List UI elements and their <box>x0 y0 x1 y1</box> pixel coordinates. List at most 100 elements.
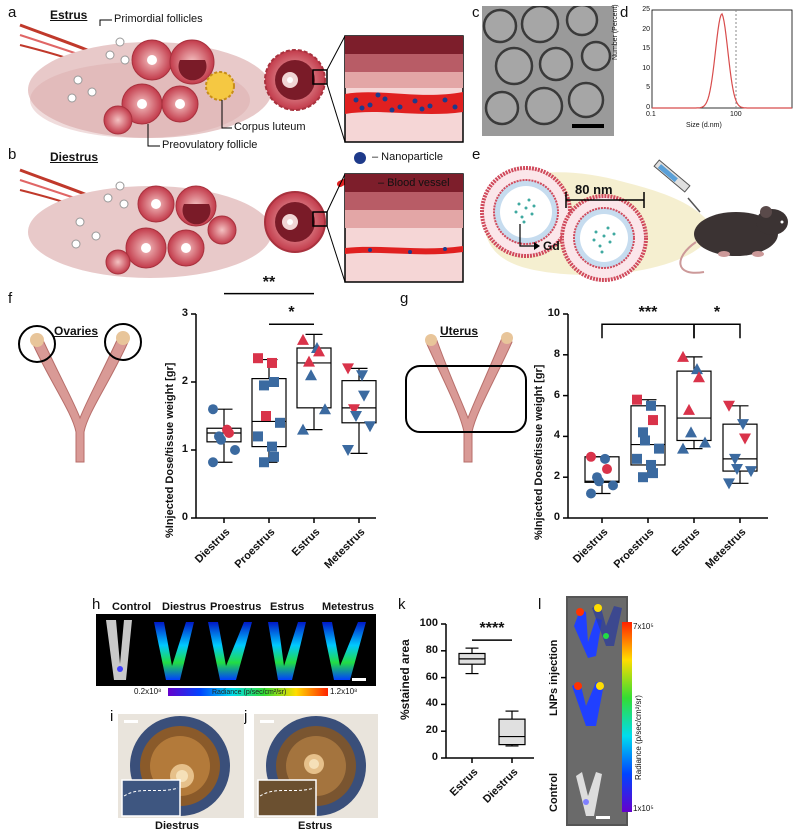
panel-label-e: e <box>472 146 481 163</box>
diestrus-title: Diestrus <box>50 150 99 164</box>
estrus-title: Estrus <box>50 8 88 22</box>
y-tick-label: 1 <box>181 443 188 455</box>
data-point <box>654 443 664 454</box>
histology-i-label: Diestrus <box>155 820 200 832</box>
data-point <box>683 403 695 415</box>
data-point <box>259 457 269 468</box>
y-tick-label: 10 <box>547 307 560 319</box>
y-tick-label: 6 <box>553 388 560 401</box>
dls-ytick: 25 <box>642 6 650 13</box>
data-point <box>348 404 360 416</box>
syringe-icon <box>653 159 701 213</box>
data-point <box>648 468 658 479</box>
y-tick-label: 8 <box>553 347 560 360</box>
data-point <box>350 411 362 422</box>
corpus-luteum-arrow <box>221 100 232 129</box>
lnp-scale-caption: Radiance (p/sec/cm²/sr) <box>634 695 643 780</box>
panel-label-d: d <box>620 4 629 21</box>
data-point <box>259 380 269 391</box>
panel-label-g: g <box>400 290 409 307</box>
y-tick-label: 2 <box>181 375 188 387</box>
data-point <box>216 434 226 445</box>
data-point <box>275 417 285 428</box>
data-point <box>253 353 263 364</box>
significance-bracket <box>693 323 741 339</box>
data-point <box>594 476 604 487</box>
uterus-estrus-image <box>268 622 306 680</box>
data-point <box>723 478 735 490</box>
data-point <box>632 394 642 405</box>
primordial-label: Primordial follicles <box>114 13 203 25</box>
y-tick-label: 20 <box>425 724 438 737</box>
y-tick-label: 2 <box>553 470 560 483</box>
significance-label: *** <box>638 304 658 322</box>
data-point <box>208 404 218 415</box>
panel-label-j: j <box>244 708 248 725</box>
data-point <box>305 369 317 381</box>
uterus-proestrus-image <box>208 622 252 680</box>
data-point <box>691 363 703 375</box>
liposome-schematic <box>480 159 788 282</box>
data-point <box>303 355 315 367</box>
box <box>498 718 526 746</box>
ivis-strip <box>96 614 376 686</box>
data-point <box>319 403 331 415</box>
significance-label: * <box>288 304 295 322</box>
right-ovary-circle <box>104 323 142 361</box>
data-point <box>342 363 354 375</box>
histology-estrus <box>254 714 378 818</box>
data-point <box>646 459 656 470</box>
data-point <box>731 464 743 476</box>
data-point <box>677 442 689 454</box>
estrus-ovary <box>19 23 272 138</box>
data-point <box>677 350 689 362</box>
data-point <box>737 419 749 431</box>
uterus-title: Uterus <box>440 324 479 338</box>
h-label-estrus: Estrus <box>270 601 305 613</box>
lnp-control-label: Control <box>548 772 560 812</box>
data-point <box>600 453 610 464</box>
lnp-colorbar <box>622 622 632 812</box>
lnp-injection-label: LNPs injection <box>548 639 560 716</box>
gd-label: Gd <box>543 239 560 253</box>
y-tick-label: 4 <box>553 429 560 442</box>
ovaries-title: Ovaries <box>54 324 99 338</box>
size-label: 80 nm <box>575 182 613 197</box>
dls-ytick: 0 <box>646 104 650 111</box>
y-tick-label: 60 <box>425 670 438 683</box>
ivis-lnp-image <box>566 596 628 826</box>
histology-diestrus <box>118 714 244 818</box>
uterus-control-image <box>106 620 132 680</box>
data-point <box>693 371 705 383</box>
radiance-colorbar <box>168 688 328 696</box>
panel-label-c: c <box>472 4 480 21</box>
y-tick-label: 0 <box>181 511 188 523</box>
ivis-scale-bar <box>352 678 366 681</box>
data-point <box>253 431 263 442</box>
panel-label-f: f <box>8 290 13 307</box>
data-point <box>699 436 711 448</box>
diestrus-zoom <box>344 173 464 283</box>
tem-image <box>482 6 614 136</box>
data-point <box>261 411 271 421</box>
y-tick-label: 0 <box>431 751 438 763</box>
h-label-diestrus: Diestrus <box>162 601 207 613</box>
estrus-zoom <box>344 35 464 143</box>
dls-ytick: 5 <box>646 84 650 92</box>
radiance-caption: Radiance (p/sec/cm²/sr) <box>212 689 287 696</box>
data-point <box>364 421 376 433</box>
data-point <box>358 390 370 402</box>
data-point <box>648 415 658 426</box>
data-point <box>632 453 642 464</box>
lnp-scale-min: 1x10⁵ <box>633 804 654 813</box>
significance-label: **** <box>479 620 505 638</box>
diestrus-ovary <box>19 168 272 278</box>
ovaries-uterus-diagram <box>18 323 142 463</box>
preovulatory-arrow <box>147 124 160 147</box>
uterus-diestrus-image <box>154 622 194 680</box>
data-point <box>313 345 325 357</box>
panel-label-h: h <box>92 596 101 613</box>
dls-xtick-0: 0.1 <box>646 111 656 118</box>
data-point <box>640 435 650 446</box>
